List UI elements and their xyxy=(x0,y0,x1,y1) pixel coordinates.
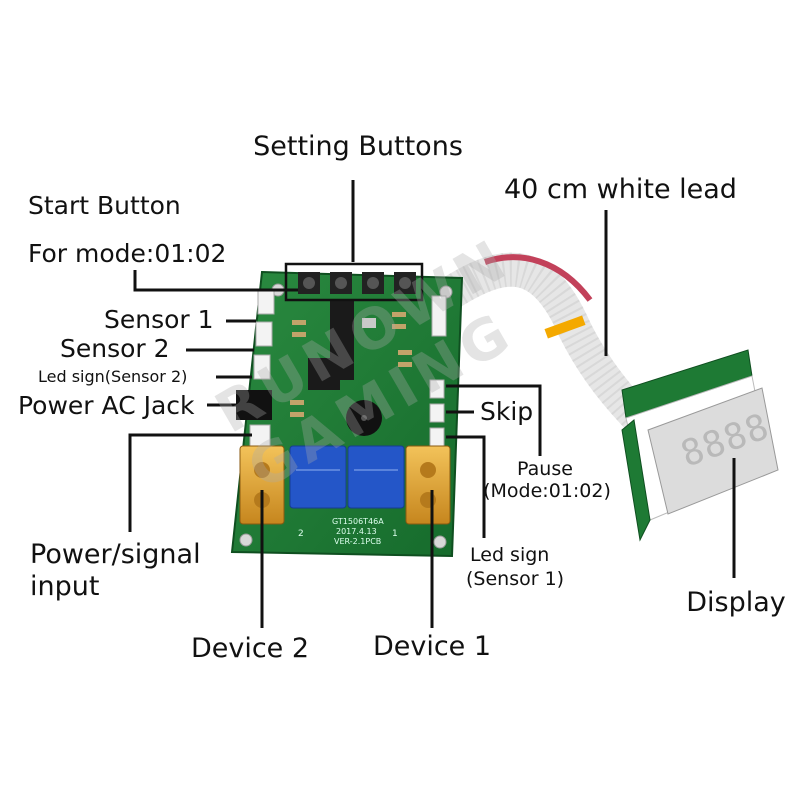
label-device-1: Device 1 xyxy=(372,631,492,662)
label-setting-buttons: Setting Buttons xyxy=(253,131,463,162)
label-power-signal-line2: input xyxy=(30,571,100,602)
label-for-mode: For mode:01:02 xyxy=(28,239,227,268)
pcb-label-1: GT1506T46A xyxy=(332,517,384,526)
power-jack xyxy=(236,390,272,420)
label-start-button: Start Button xyxy=(28,191,181,220)
leader-lines xyxy=(128,180,736,628)
label-led-sign-sensor-2: Led sign(Sensor 2) xyxy=(38,367,188,386)
pcb-label-3: VER-2.1PCB xyxy=(334,537,382,546)
label-pause: Pause xyxy=(517,458,573,480)
relay-left xyxy=(289,445,347,509)
relay-right xyxy=(347,445,405,509)
label-power-ac-jack: Power AC Jack xyxy=(18,391,195,420)
label-sensor-2: Sensor 2 xyxy=(60,334,170,363)
pcb-board xyxy=(230,270,464,558)
label-pause-mode: (Mode:01:02) xyxy=(483,480,611,502)
label-skip: Skip xyxy=(480,397,534,426)
label-device-2: Device 2 xyxy=(190,633,310,664)
terminal-device-1 xyxy=(405,445,451,525)
label-sensor-1: Sensor 1 xyxy=(104,305,214,334)
relay-mark-2: 2 xyxy=(298,529,304,539)
label-led-sign-sensor-1: (Sensor 1) xyxy=(466,568,565,590)
label-power-signal-line1: Power/signal xyxy=(30,539,201,570)
label-white-lead: 40 cm white lead xyxy=(504,174,737,205)
relay-mark-1: 1 xyxy=(392,529,398,539)
label-led-sign: Led sign xyxy=(470,544,550,566)
setting-buttons-row xyxy=(298,272,416,294)
pcb-label-2: 2017.4.13 xyxy=(336,527,377,536)
label-display: Display xyxy=(686,587,786,618)
